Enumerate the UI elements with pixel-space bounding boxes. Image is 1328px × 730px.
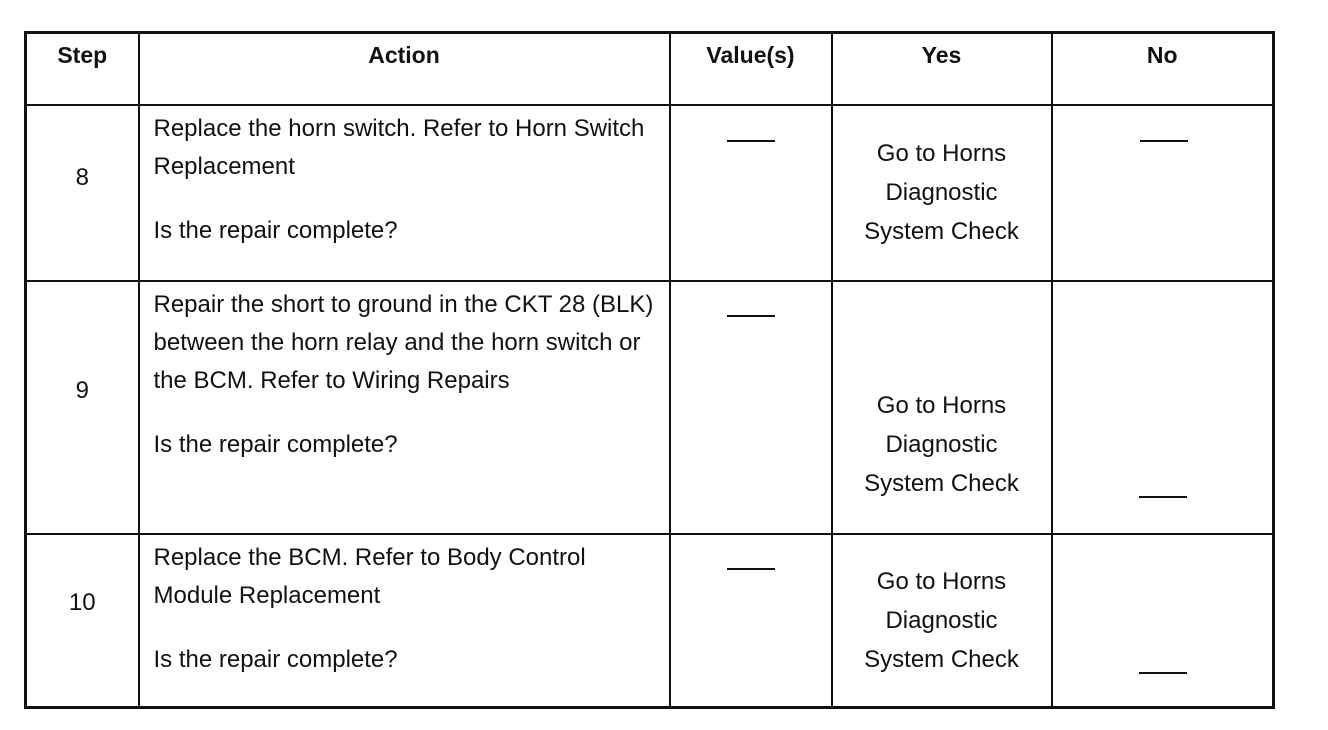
yes-text: Go to Horns Diagnostic System Check xyxy=(864,567,1019,673)
no-dash xyxy=(1138,671,1187,674)
value-cell xyxy=(668,103,833,282)
yes-cell: Go to Horns Diagnostic System Check xyxy=(830,279,1053,535)
value-dash xyxy=(726,139,775,142)
header-action: Action xyxy=(137,31,671,106)
value-cell xyxy=(668,279,833,535)
action-text: Replace the BCM. Refer to Body Control M… xyxy=(153,543,586,609)
header-row: Step Action Value(s) Yes No xyxy=(24,31,1275,106)
yes-cell: Go to Horns Diagnostic System Check xyxy=(830,532,1053,709)
step-number: 8 xyxy=(75,163,89,191)
no-dash xyxy=(1138,495,1187,498)
yes-text: Go to Horns Diagnostic System Check xyxy=(864,139,1019,245)
header-yes: Yes xyxy=(830,31,1053,106)
yes-text: Go to Horns Diagnostic System Check xyxy=(864,391,1019,497)
table-row: 10 Replace the BCM. Refer to Body Contro… xyxy=(24,532,1275,709)
action-text: Replace the horn switch. Refer to Horn S… xyxy=(153,114,645,180)
step-number: 10 xyxy=(68,588,96,616)
action-cell: Replace the BCM. Refer to Body Control M… xyxy=(137,532,671,709)
action-cell: Repair the short to ground in the CKT 28… xyxy=(137,279,671,535)
no-cell xyxy=(1050,103,1275,282)
action-question: Is the repair complete? xyxy=(153,645,398,673)
header-values: Value(s) xyxy=(668,31,833,106)
step-cell: 8 xyxy=(24,103,140,282)
table-row: 9 Repair the short to ground in the CKT … xyxy=(24,279,1275,535)
table-row: 8 Replace the horn switch. Refer to Horn… xyxy=(24,103,1275,282)
value-dash xyxy=(726,314,775,317)
no-dash xyxy=(1139,139,1188,142)
no-cell xyxy=(1050,532,1275,709)
yes-cell: Go to Horns Diagnostic System Check xyxy=(830,103,1053,282)
header-step: Step xyxy=(24,31,140,106)
action-question: Is the repair complete? xyxy=(153,430,398,458)
step-number: 9 xyxy=(75,376,89,404)
value-dash xyxy=(726,567,775,570)
header-no: No xyxy=(1050,31,1275,106)
action-text: Repair the short to ground in the CKT 28… xyxy=(153,290,654,394)
action-question: Is the repair complete? xyxy=(153,216,398,244)
value-cell xyxy=(668,532,833,709)
action-cell: Replace the horn switch. Refer to Horn S… xyxy=(137,103,671,282)
step-cell: 9 xyxy=(24,279,140,535)
step-cell: 10 xyxy=(24,532,140,709)
diagnostic-table: Step Action Value(s) Yes No 8 Replace th… xyxy=(24,31,1275,709)
no-cell xyxy=(1050,279,1275,535)
